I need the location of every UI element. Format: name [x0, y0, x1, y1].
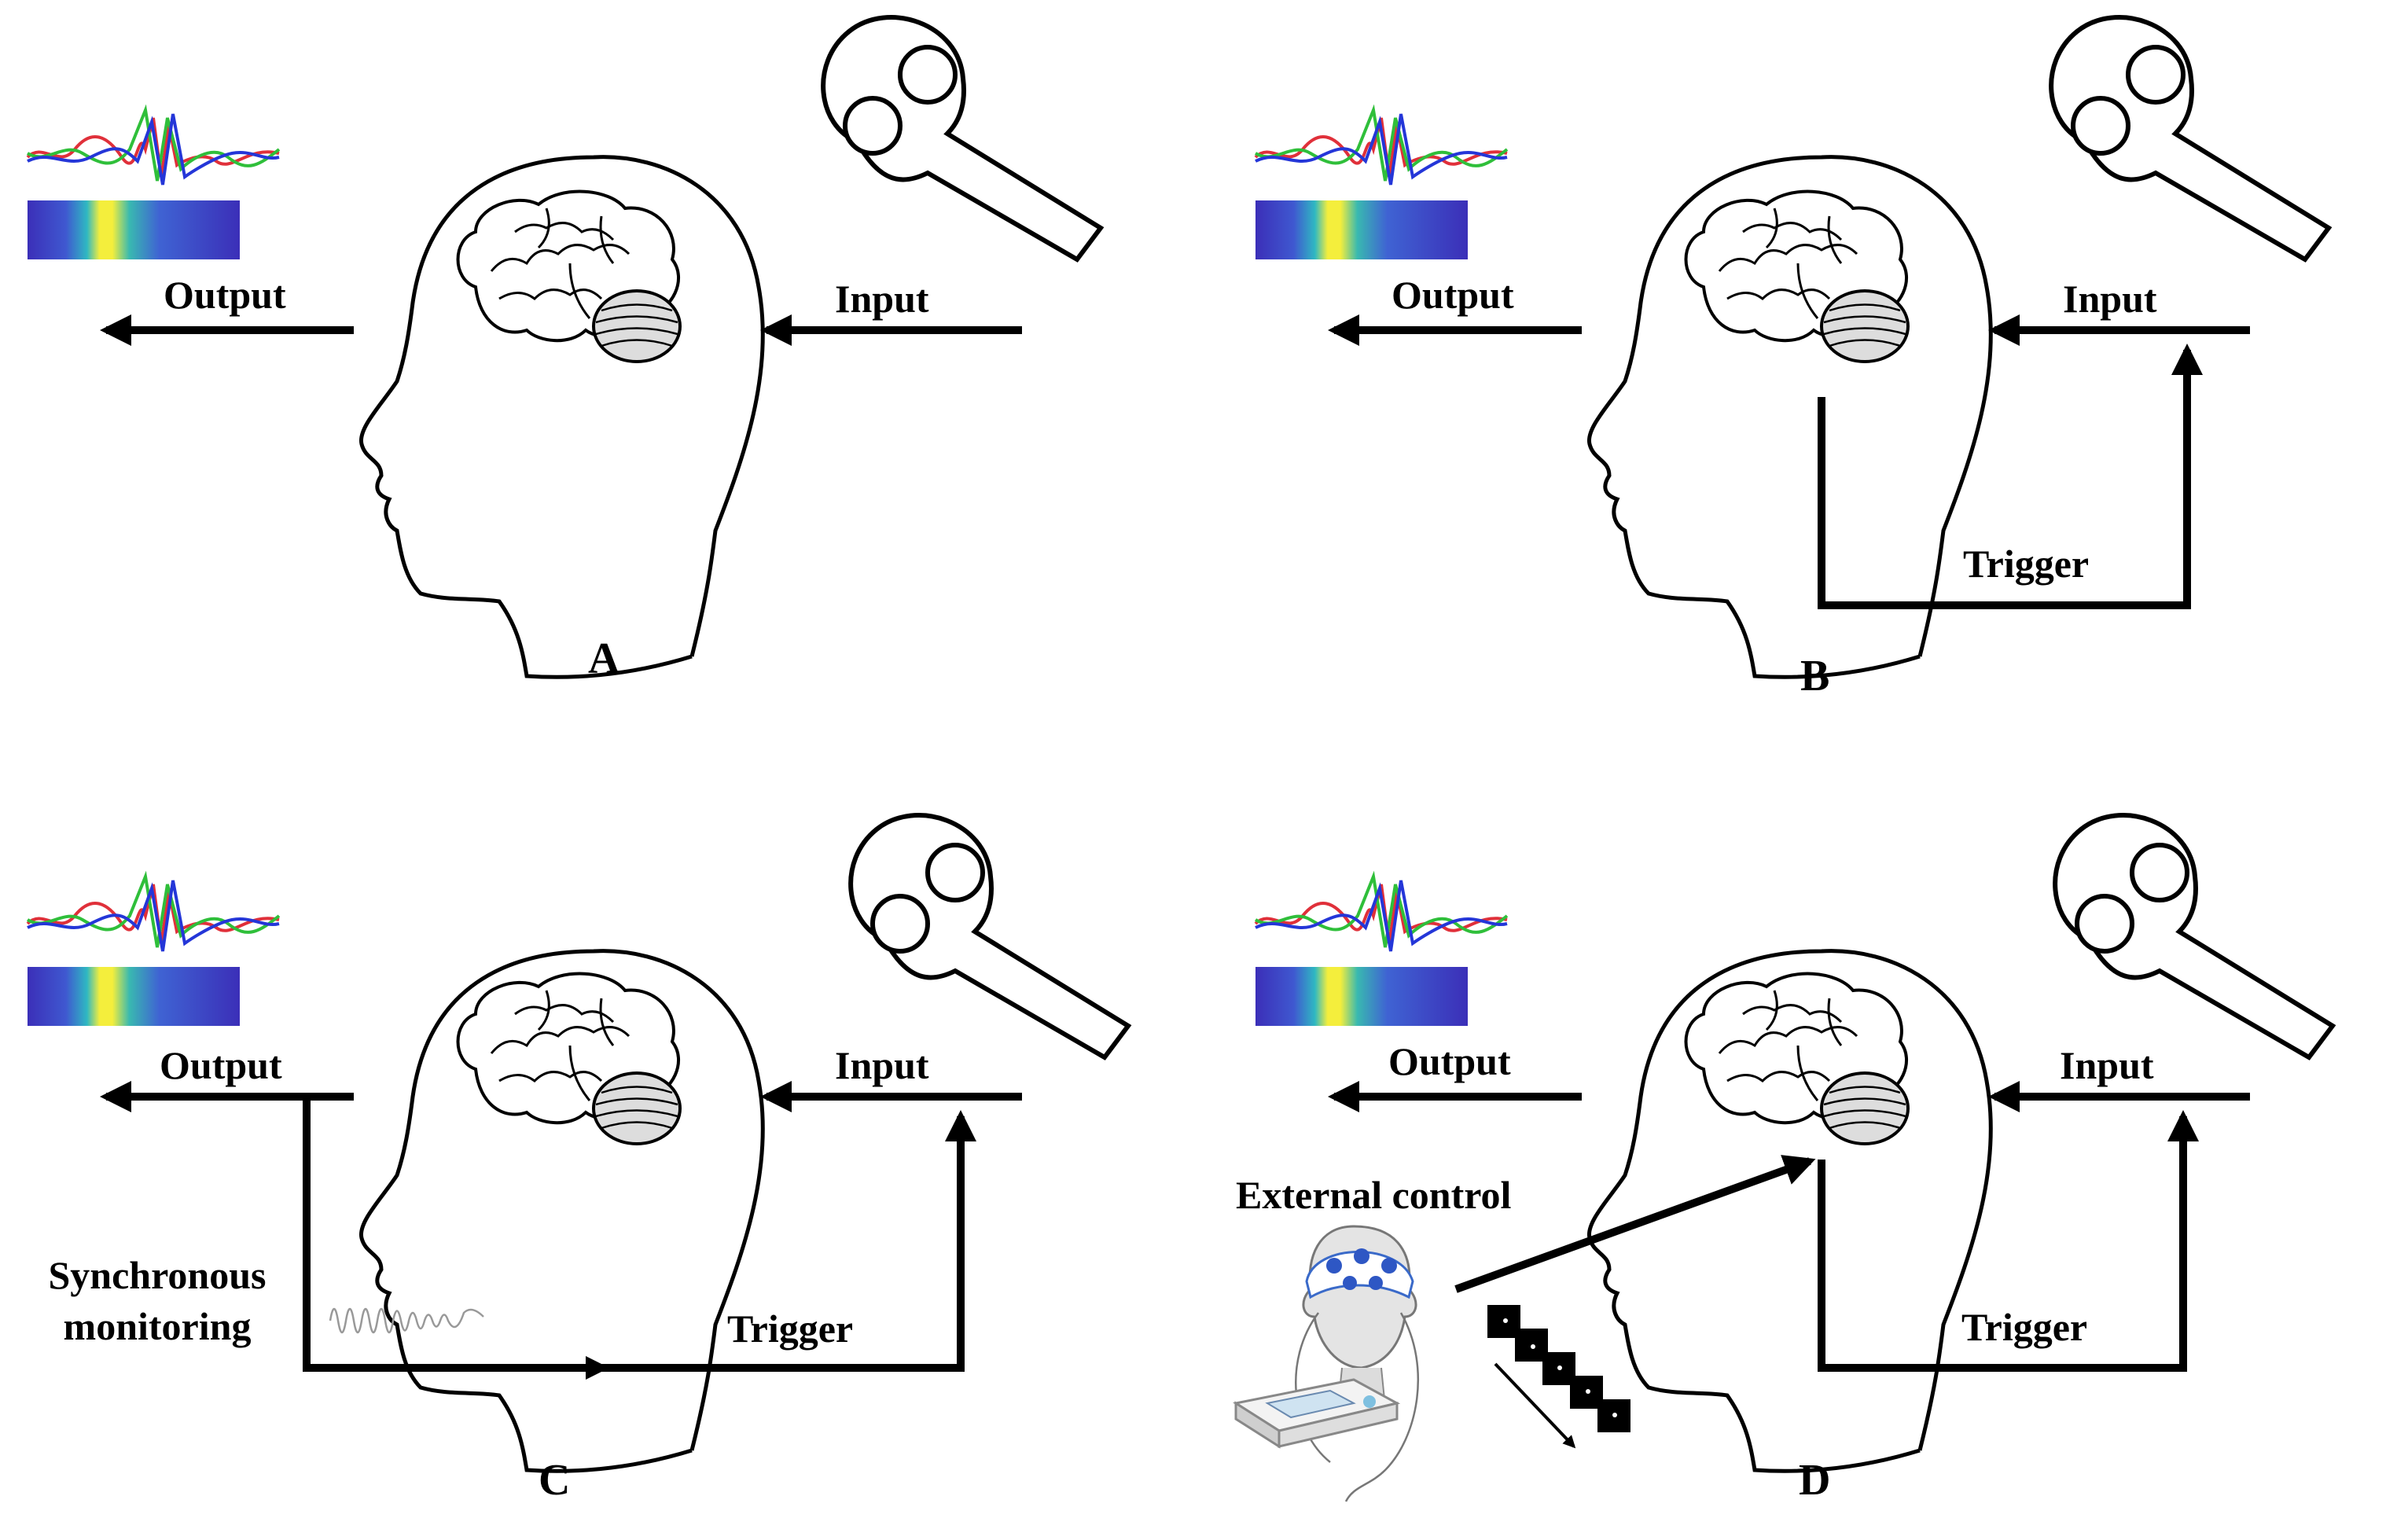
monitoring-loop — [303, 1097, 976, 1372]
panel-letter: C — [539, 1456, 571, 1505]
eeg-amplifier-icon — [1233, 1378, 1401, 1449]
input-label: Input — [835, 277, 929, 321]
input-label: Input — [2063, 277, 2157, 321]
panel-c-graphics — [26, 766, 1204, 1525]
tms-coil-icon — [851, 815, 1128, 1057]
panel-a-graphics — [26, 0, 1204, 763]
tms-coil-icon — [2051, 17, 2329, 259]
panel-a: Output Input A — [0, 0, 1204, 763]
monitor-line-2: monitoring — [63, 1304, 252, 1348]
panel-letter: D — [1799, 1456, 1831, 1505]
trigger-label: Trigger — [727, 1307, 854, 1351]
trigger-label: Trigger — [1963, 542, 2090, 586]
panel-b-graphics — [1254, 0, 2408, 763]
waveform-icon — [26, 875, 281, 1027]
trigger-label: Trigger — [1961, 1305, 2088, 1349]
panel-letter: B — [1800, 652, 1830, 700]
tms-coil-icon — [2055, 815, 2333, 1057]
eeg-trace-icon — [329, 1307, 484, 1334]
output-label: Output — [164, 273, 286, 317]
cerebellum-icon — [592, 1071, 682, 1145]
cerebellum-icon — [592, 289, 682, 363]
stimulus-frames-icon — [1487, 1305, 1630, 1449]
waveform-icon — [26, 108, 281, 261]
trigger-loop — [1818, 344, 2203, 609]
input-label: Input — [2060, 1043, 2154, 1087]
panel-letter: A — [588, 634, 620, 683]
panel-d: Output Input Trigger External control D — [1204, 766, 2408, 1529]
monitor-line-1: Synchronous — [48, 1253, 267, 1297]
trigger-loop — [1818, 1110, 2199, 1372]
tms-coil-icon — [823, 17, 1101, 259]
external-control-arrow — [1454, 1155, 1816, 1293]
cerebellum-icon — [1820, 289, 1910, 363]
input-label: Input — [835, 1043, 929, 1087]
output-label: Output — [1391, 273, 1514, 317]
waveform-icon — [1254, 108, 1509, 261]
eeg-cap-icon — [1295, 1225, 1420, 1502]
synchronous-monitoring-label: Synchronous monitoring — [16, 1250, 299, 1352]
output-label: Output — [1388, 1039, 1511, 1083]
cerebellum-icon — [1820, 1071, 1910, 1145]
panel-c: Output Input Trigger Synchronous monitor… — [0, 766, 1204, 1529]
loop-midpoint-arrow — [586, 1356, 609, 1380]
external-control-label: External control — [1236, 1173, 1512, 1217]
panel-d-graphics — [1233, 766, 2408, 1502]
waveform-icon — [1254, 875, 1509, 1027]
panel-b: Output Input Trigger B — [1204, 0, 2408, 763]
output-label: Output — [160, 1043, 282, 1087]
